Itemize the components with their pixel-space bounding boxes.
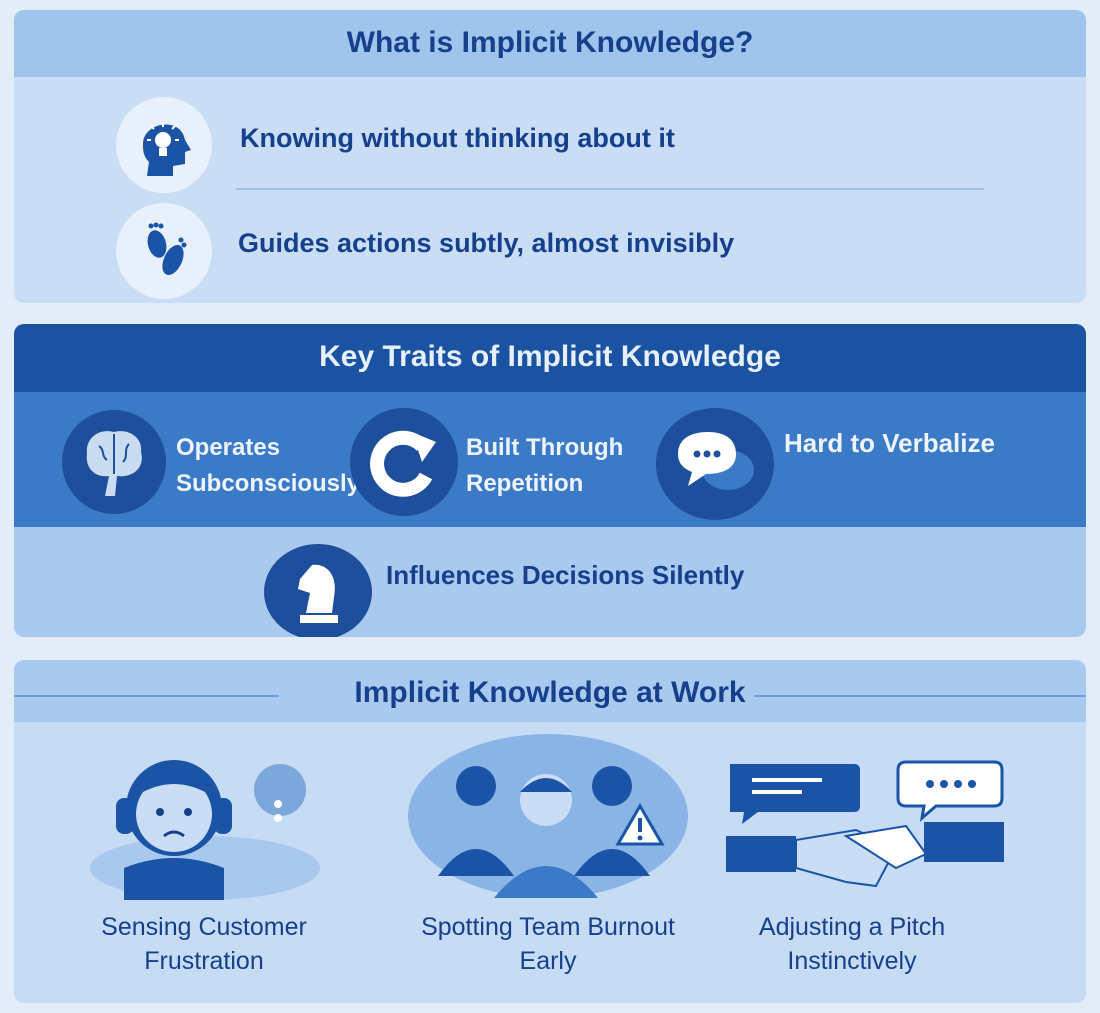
section-title: Key Traits of Implicit Knowledge <box>319 340 781 373</box>
speech-bubbles-icon <box>656 408 774 520</box>
brain-icon <box>62 410 166 514</box>
section-header <box>14 660 1086 722</box>
section-header <box>14 10 1086 77</box>
divider <box>236 188 984 190</box>
section-title: What is Implicit Knowledge? <box>346 26 754 59</box>
footprints-icon <box>116 203 212 299</box>
item-text: Knowing without thinking about it <box>240 123 675 153</box>
section-header <box>14 324 1086 392</box>
key-traits-section: Key Traits of Implicit Knowledge Operate… <box>14 324 1086 637</box>
section-title: Implicit Knowledge at Work <box>354 676 746 709</box>
team-warning-icon <box>398 726 688 898</box>
item-text: Guides actions subtly, almost invisibly <box>238 228 735 258</box>
repeat-arrow-icon <box>350 408 458 516</box>
what-is-section: What is Implicit Knowledge? Knowing with… <box>14 10 1086 303</box>
trait-text: Influences Decisions Silently <box>386 560 745 590</box>
title-rule-right <box>754 695 1086 697</box>
chess-knight-icon <box>264 544 372 637</box>
title-rule-left <box>14 695 279 697</box>
head-lightbulb-icon <box>116 97 212 193</box>
customer-support-headset-icon <box>90 740 320 900</box>
trait-text: Hard to Verbalize <box>784 428 995 458</box>
handshake-chat-icon <box>726 756 1006 896</box>
at-work-section: Implicit Knowledge at Work Sensing Custo… <box>14 660 1086 1003</box>
traits-band <box>14 392 1086 527</box>
